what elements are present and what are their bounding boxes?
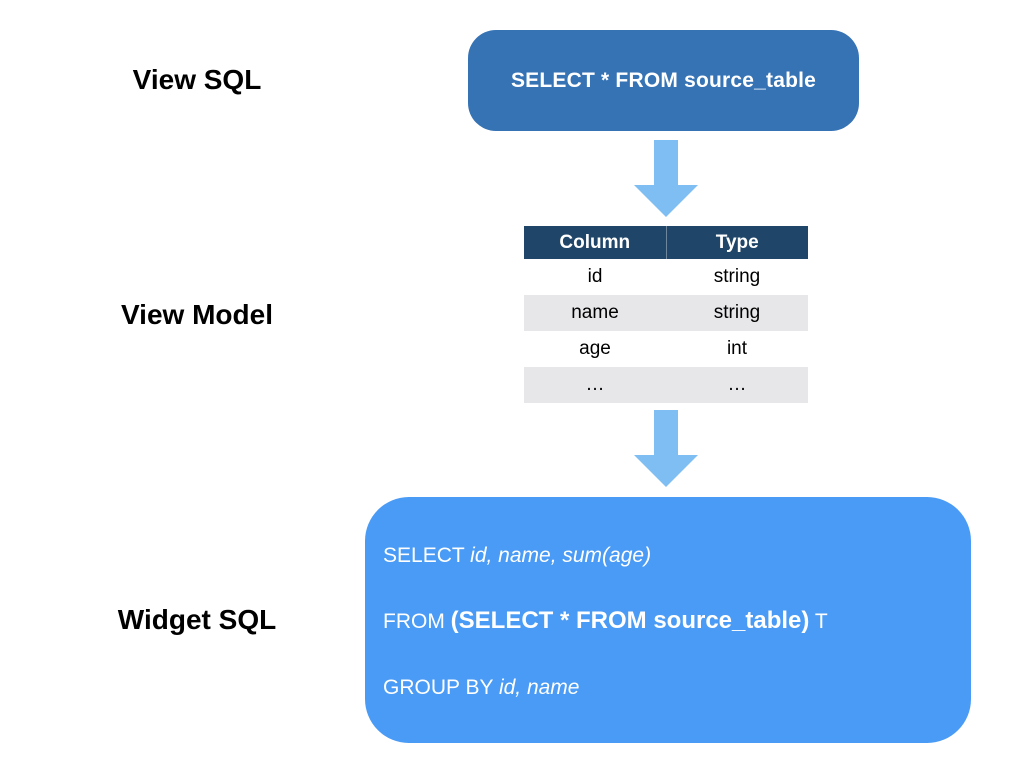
- widget-sql-box: SELECT id, name, sum(age) FROM (SELECT *…: [365, 497, 971, 743]
- view-model-label: View Model: [121, 299, 273, 330]
- sql-keyword: FROM: [383, 610, 451, 633]
- table-row: id string: [524, 259, 808, 295]
- widget-sql-line-from: FROM (SELECT * FROM source_table) T: [383, 606, 957, 637]
- down-arrow-icon: [634, 140, 698, 217]
- table-row: name string: [524, 295, 808, 331]
- table-header-row: Column Type: [524, 226, 808, 259]
- view-sql-text: SELECT * FROM source_table: [510, 68, 817, 92]
- view-sql-label: View SQL: [132, 64, 262, 95]
- widget-sql-line-select: SELECT id, name, sum(age): [383, 541, 957, 571]
- down-arrow-icon: [634, 410, 698, 487]
- table-header-type: Type: [665, 226, 809, 259]
- sql-columns: id, name, sum(age): [470, 544, 652, 567]
- table-cell-column: age: [579, 338, 611, 359]
- table-cell-type: int: [726, 338, 748, 359]
- sql-keyword: GROUP BY: [383, 676, 499, 699]
- table-cell-column: …: [585, 374, 605, 395]
- table-cell-column: name: [571, 302, 619, 323]
- table-cell-column: id: [587, 266, 603, 287]
- widget-sql-label: Widget SQL: [117, 604, 277, 635]
- sql-alias: T: [809, 610, 828, 633]
- table-row: age int: [524, 331, 808, 367]
- table-cell-type: string: [713, 302, 761, 323]
- table-header-column: Column: [559, 231, 631, 253]
- widget-sql-line-groupby: GROUP BY id, name: [383, 673, 957, 703]
- table-cell-type: …: [727, 374, 747, 395]
- table-row: … …: [524, 367, 808, 403]
- table-cell-type: string: [713, 266, 761, 287]
- sql-columns: id, name: [498, 676, 580, 699]
- sql-keyword: SELECT: [383, 544, 471, 567]
- view-model-table: Column Type id string name string age in…: [524, 226, 808, 403]
- sql-subquery: (SELECT * FROM source_table): [450, 607, 810, 634]
- view-sql-box: SELECT * FROM source_table: [468, 30, 859, 131]
